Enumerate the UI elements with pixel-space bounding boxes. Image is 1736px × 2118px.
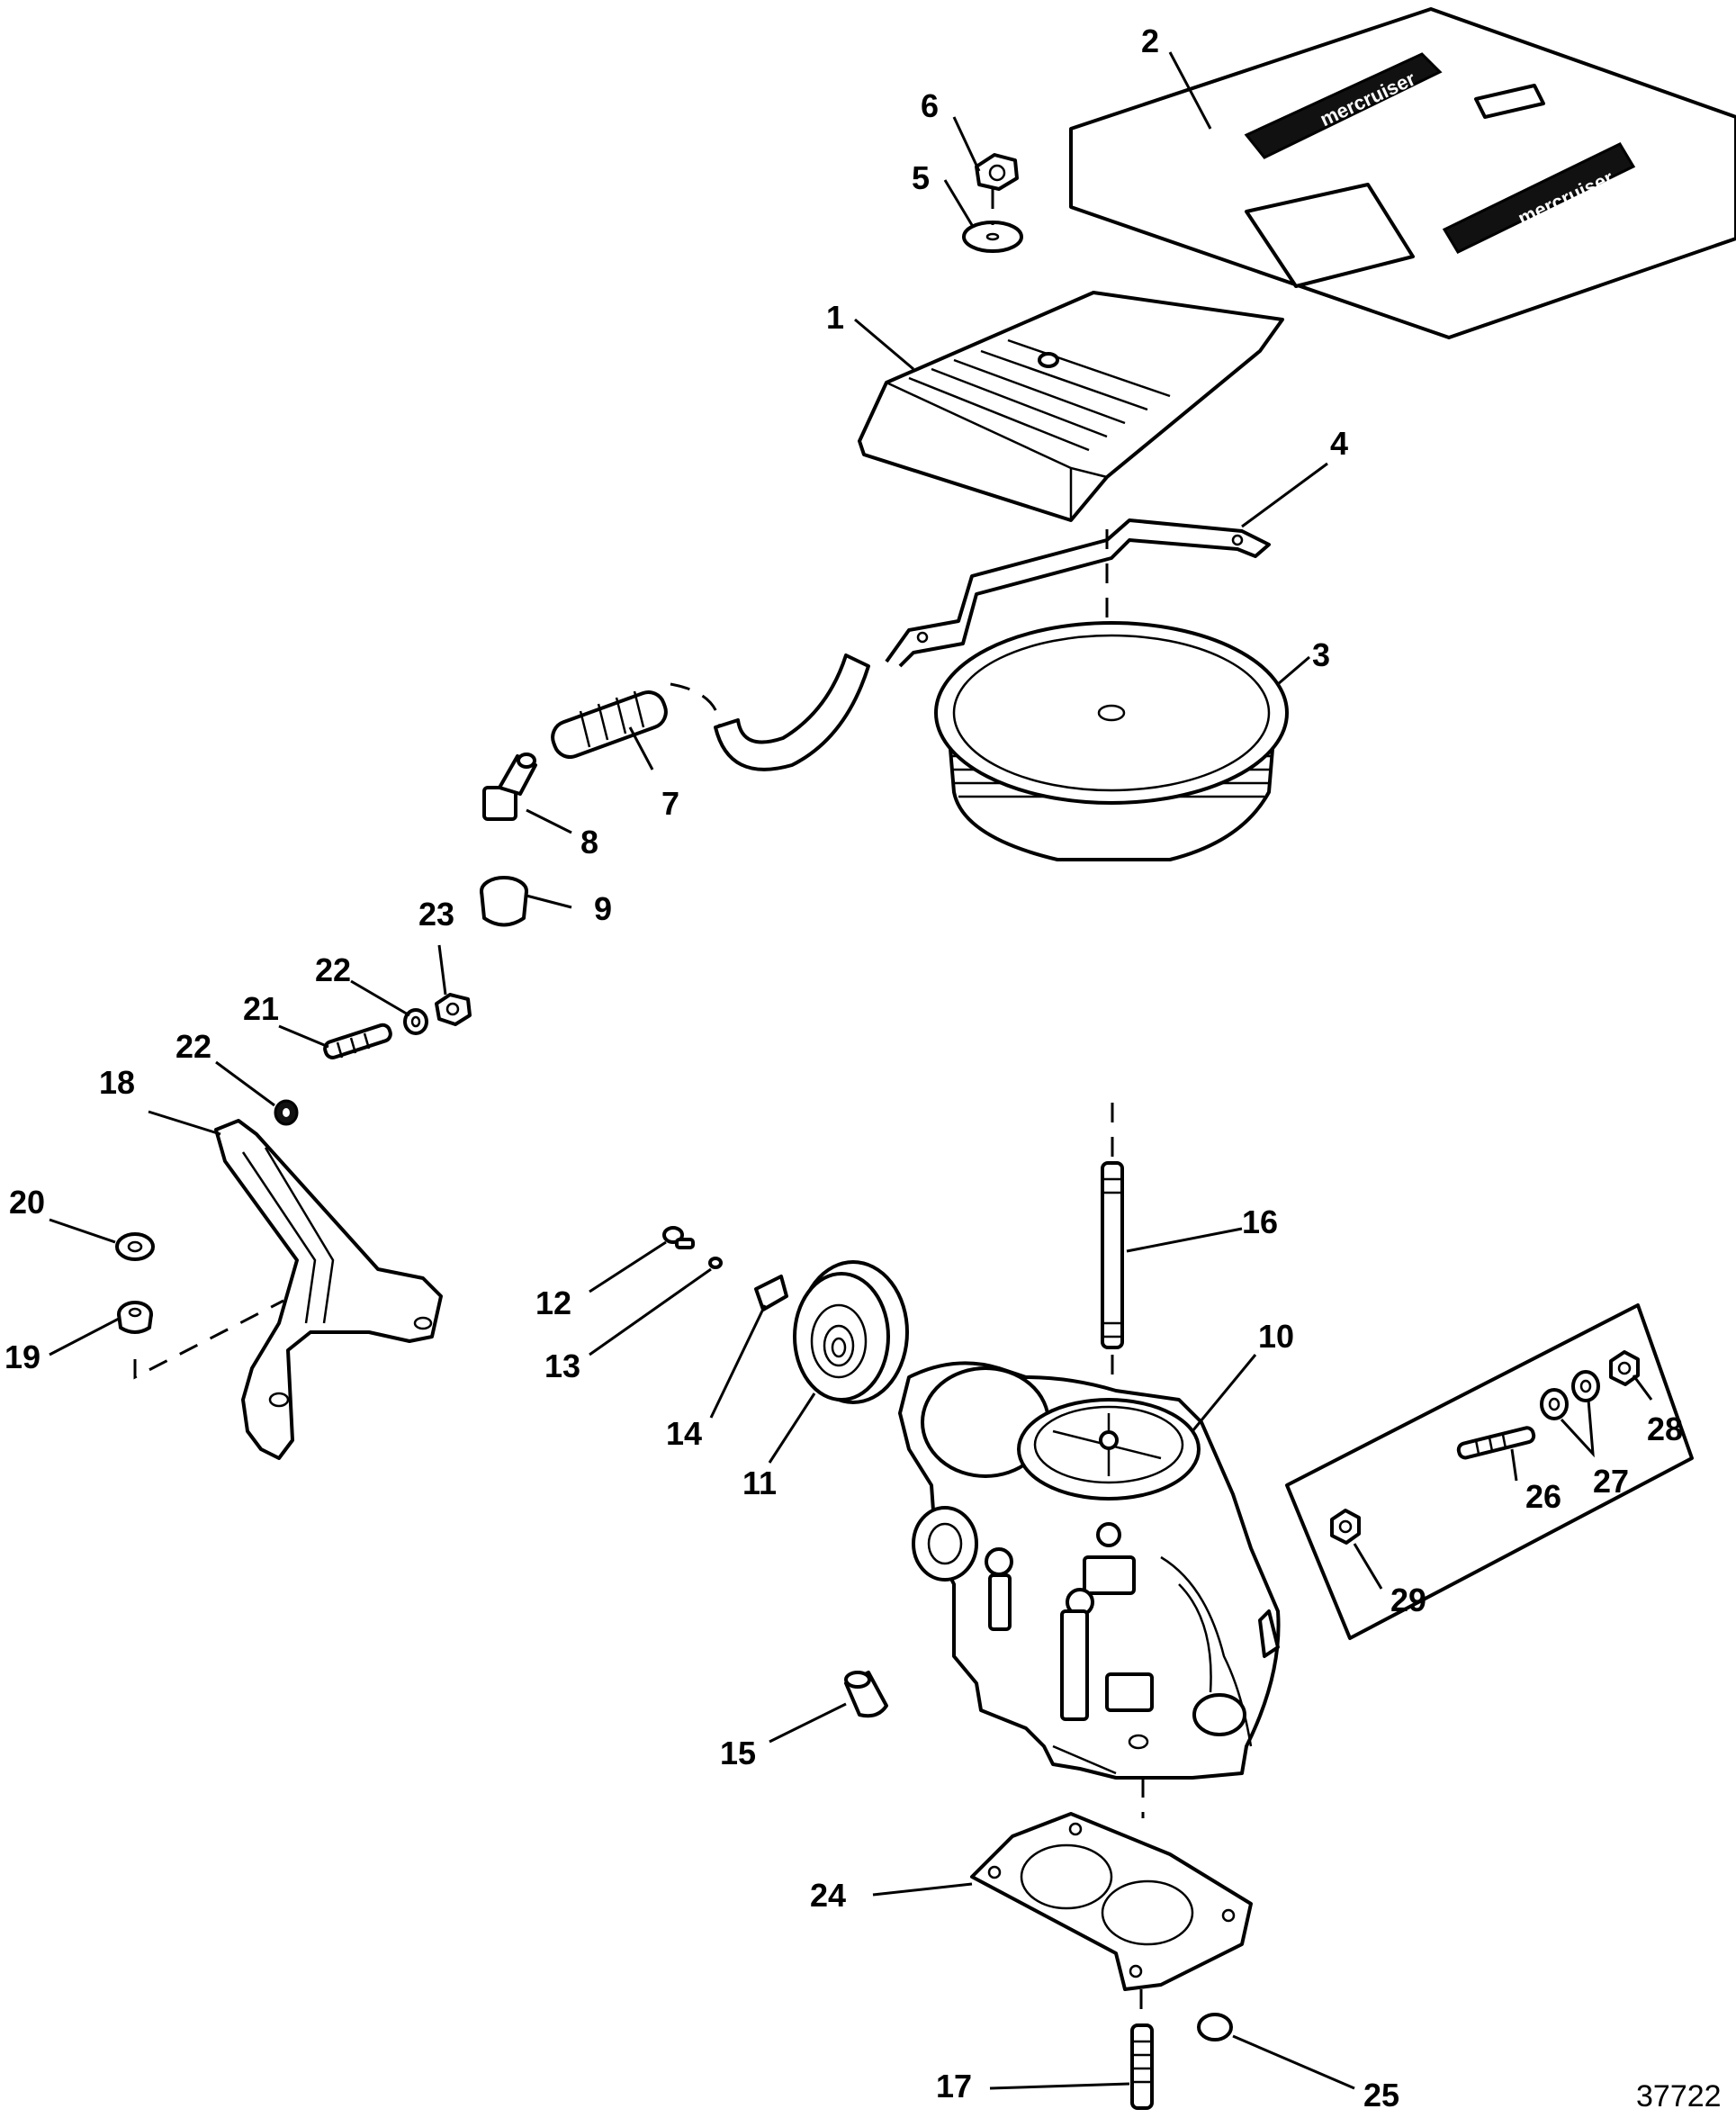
callout-20: 20 — [9, 1184, 45, 1221]
stud-part-16 — [1101, 1161, 1124, 1349]
callout-28: 28 — [1647, 1410, 1683, 1447]
callout-5: 5 — [912, 159, 930, 196]
screw-part-12 — [662, 1226, 695, 1249]
callout-26: 26 — [1525, 1478, 1561, 1515]
callout-7: 7 — [661, 785, 679, 822]
callout-15: 15 — [720, 1735, 756, 1771]
callout-6: 6 — [921, 87, 939, 124]
callout-22-upper: 22 — [315, 951, 351, 988]
leader-lines — [49, 51, 1653, 2090]
bracket-part-18 — [214, 1119, 443, 1460]
callout-4: 4 — [1330, 425, 1348, 462]
grommet-part-9 — [480, 876, 528, 927]
callout-10: 10 — [1258, 1318, 1294, 1355]
nut-part-23 — [435, 993, 472, 1026]
callout-23: 23 — [418, 896, 454, 933]
callout-25: 25 — [1363, 2077, 1399, 2113]
callout-19: 19 — [4, 1338, 40, 1375]
stud-part-21 — [323, 1023, 392, 1059]
gasket-part-24 — [970, 1812, 1253, 1991]
decal-sheet: mercruiser mercruiser — [1069, 7, 1736, 339]
washer-part-5 — [962, 221, 1023, 253]
washer-part-13 — [708, 1257, 723, 1269]
hose-part-7 — [551, 653, 870, 771]
callout-17: 17 — [936, 2068, 972, 2104]
callout-9: 9 — [594, 890, 612, 927]
callout-11: 11 — [742, 1465, 777, 1501]
nut-part-29 — [1330, 1509, 1361, 1545]
elbow-fitting-part-8 — [482, 753, 537, 821]
callout-21: 21 — [243, 990, 279, 1027]
callout-1: 1 — [826, 299, 844, 336]
lockwasher-part-27 — [1571, 1370, 1600, 1402]
clip-part-14 — [754, 1275, 788, 1311]
callout-2: 2 — [1141, 23, 1159, 59]
bracket-part-4 — [885, 518, 1271, 668]
callout-18: 18 — [99, 1064, 135, 1101]
plug-part-15 — [844, 1671, 888, 1718]
choke-thermostat-part-11 — [793, 1260, 909, 1404]
washer-part-22-upper — [403, 1008, 428, 1035]
stud-part-26 — [1456, 1426, 1536, 1460]
nut-part-28 — [1609, 1350, 1640, 1386]
callout-14: 14 — [666, 1415, 702, 1452]
callout-labels: 1 2 3 4 5 6 7 8 9 10 11 12 13 14 15 16 1… — [4, 23, 1722, 2113]
callout-29: 29 — [1390, 1582, 1426, 1618]
inset-box-parts — [1285, 1303, 1694, 1640]
stud-part-17 — [1130, 2023, 1154, 2110]
nut-part-20 — [115, 1232, 155, 1261]
callout-16: 16 — [1242, 1203, 1278, 1240]
washer-part-27 — [1540, 1388, 1569, 1420]
washer-part-22-lower — [274, 1099, 299, 1126]
air-cleaner-cover-part-1 — [858, 291, 1284, 522]
locknut-part-19 — [117, 1301, 153, 1334]
callout-8: 8 — [580, 824, 598, 861]
callout-22-lower: 22 — [175, 1028, 211, 1065]
callout-27: 27 — [1593, 1463, 1629, 1500]
nut-part-6 — [975, 153, 1019, 191]
carburetor-part-10 — [898, 1361, 1281, 1780]
plug-part-25 — [1197, 2013, 1233, 2041]
callout-12: 12 — [535, 1284, 571, 1321]
air-filter-part-3 — [934, 621, 1289, 861]
callout-24: 24 — [810, 1877, 846, 1914]
callout-13: 13 — [544, 1347, 580, 1384]
figure-number: 37722 — [1636, 2079, 1722, 2113]
callout-3: 3 — [1312, 636, 1330, 673]
